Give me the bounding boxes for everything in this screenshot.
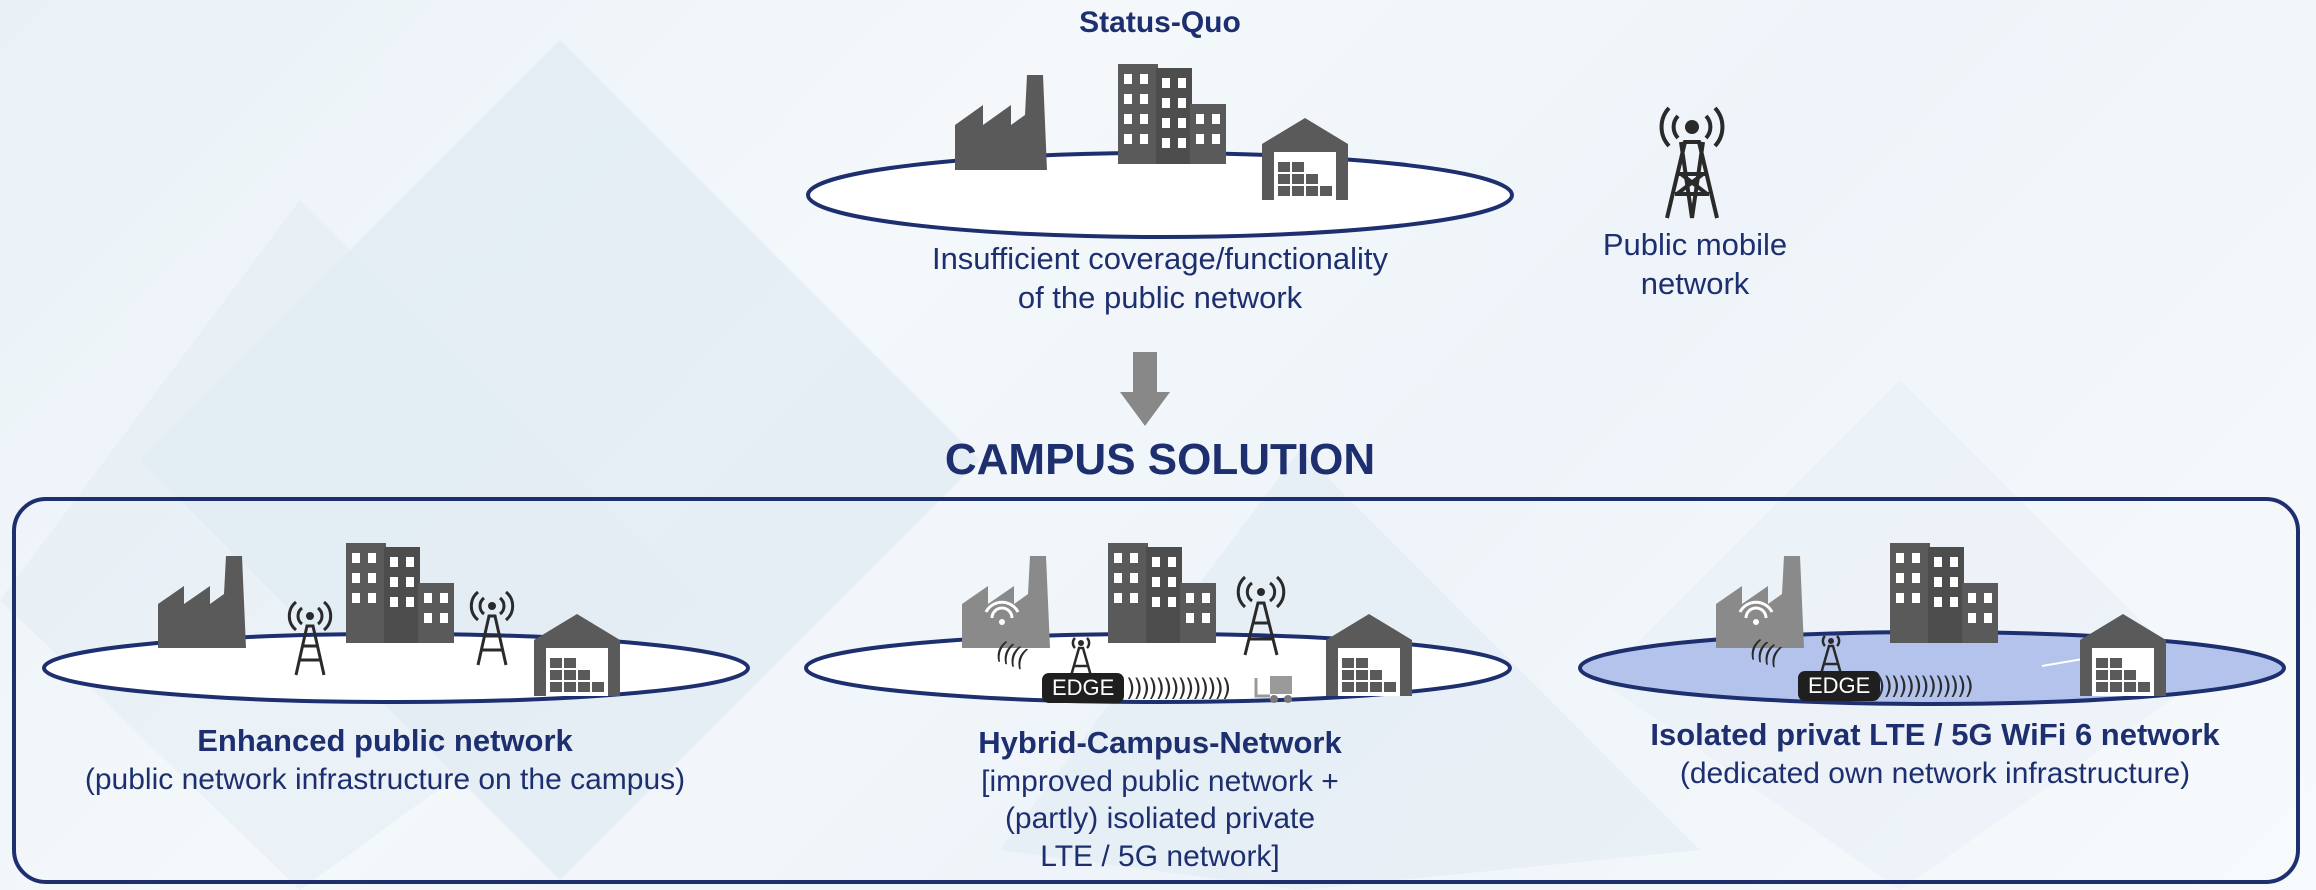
enhanced-network-subtitle: (public network infrastructure on the ca… xyxy=(84,762,686,796)
hybrid-network-title: Hybrid-Campus-Network xyxy=(978,725,1342,760)
warehouse-icon xyxy=(2080,614,2166,696)
warehouse-icon xyxy=(1326,614,1412,696)
office-building-icon xyxy=(1108,543,1216,643)
warehouse-icon xyxy=(534,614,620,696)
hybrid-network-text: Hybrid-Campus-Network [improved public n… xyxy=(900,724,1420,875)
public-mobile-network-label: Public mobile network xyxy=(1555,226,1835,304)
public-mobile-line2: network xyxy=(1640,265,1750,301)
hybrid-network-line3: LTE / 5G network] xyxy=(1040,839,1280,873)
enhanced-network-title: Enhanced public network xyxy=(197,723,573,758)
office-building-icon xyxy=(1118,64,1226,164)
signal-waves-icon: )))))))))))))) xyxy=(1126,674,1231,702)
small-tower-icon xyxy=(1069,637,1093,677)
campus-solution-title: CAMPUS SOLUTION xyxy=(944,435,1376,484)
cell-tower-icon xyxy=(1659,106,1725,219)
cell-tower-icon xyxy=(469,590,515,666)
enhanced-network-text: Enhanced public network (public network … xyxy=(40,722,730,798)
hybrid-network-line1: [improved public network + xyxy=(981,764,1339,798)
edge-server-badge: EDGE xyxy=(1798,671,1881,701)
status-quo-caption: Insufficient coverage/functionality of t… xyxy=(880,240,1440,318)
office-building-icon xyxy=(1890,543,1998,643)
cell-tower-icon xyxy=(1236,575,1286,656)
signal-waves-icon: ))))))))))))) xyxy=(1876,672,1974,700)
status-quo-caption-line1: Insufficient coverage/functionality xyxy=(931,241,1389,276)
isolated-network-title: Isolated privat LTE / 5G WiFi 6 network xyxy=(1650,717,2220,752)
edge-server-badge: EDGE xyxy=(1042,673,1125,703)
cell-tower-icon xyxy=(287,600,333,676)
factory-icon xyxy=(158,556,246,648)
hybrid-network-line2: (partly) isoliated private xyxy=(1004,802,1316,836)
forklift-icon xyxy=(1254,676,1292,703)
status-quo-title: Status-Quo xyxy=(1079,6,1241,39)
office-building-icon xyxy=(346,543,454,643)
campus-solution-box xyxy=(12,497,2300,884)
isolated-network-text: Isolated privat LTE / 5G WiFi 6 network … xyxy=(1590,716,2280,792)
factory-icon xyxy=(955,75,1047,170)
isolated-network-subtitle: (dedicated own network infrastructure) xyxy=(1679,756,2191,790)
status-quo-caption-line2: of the public network xyxy=(1017,279,1303,315)
small-tower-icon xyxy=(1819,635,1843,675)
public-mobile-line1: Public mobile xyxy=(1602,227,1788,262)
factory-wifi-icon xyxy=(1716,556,1804,648)
arrow-down-icon xyxy=(1120,352,1170,426)
warehouse-icon xyxy=(1262,118,1348,200)
factory-wifi-icon xyxy=(962,556,1050,648)
